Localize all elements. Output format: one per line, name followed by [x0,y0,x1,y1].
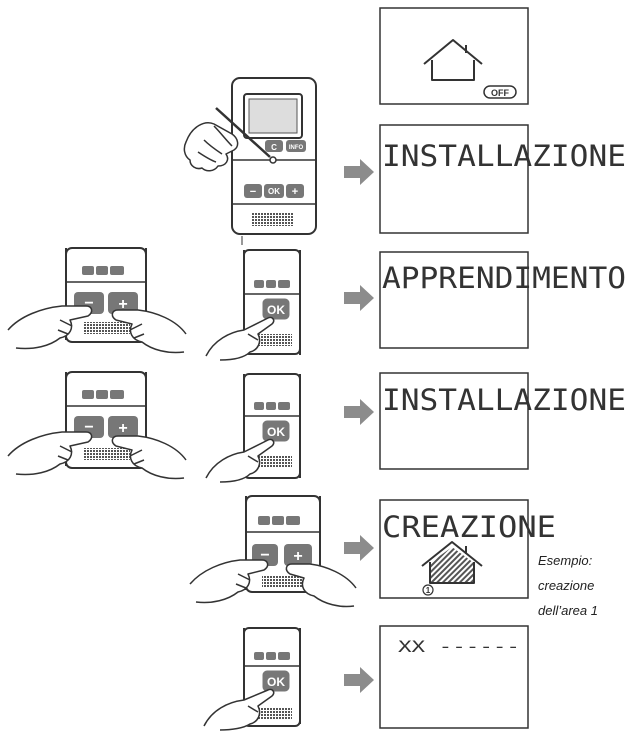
off-badge [483,85,517,99]
svg-text:+: + [118,296,127,313]
ok-button[interactable] [261,297,291,321]
display-panel: INSTALLAZIONE [379,372,626,470]
display-off-screen: OFF [379,7,529,105]
info-button[interactable] [286,140,306,152]
svg-text:XX ------: XX ------ [398,637,520,656]
minus-button[interactable] [244,184,262,198]
caption-line-3: dell’area 1 [538,603,598,618]
arrow-icon [344,535,374,561]
hand-pressing-ok-icon [205,316,275,361]
ok-button[interactable] [261,419,291,443]
arrow-icon [344,667,374,693]
ok-button[interactable] [261,669,291,693]
hand-pressing-ok-icon [203,688,275,731]
svg-text:OK: OK [267,303,285,317]
speaker-grille [252,212,294,226]
svg-text:INFO: INFO [289,145,304,151]
display-panel: CREAZIONE 1 [379,499,556,599]
svg-text:−: − [84,419,93,436]
svg-text:−: − [84,295,93,312]
two-hands-icon [7,431,187,480]
hand-holding-stylus-icon [183,107,271,172]
svg-text:C: C [271,143,277,152]
svg-text:APPRENDIMENTO: APPRENDIMENTO [382,261,626,295]
plus-button[interactable] [284,544,312,566]
svg-text:+: + [293,548,302,565]
display-panel: INSTALLAZIONE [379,124,626,234]
plus-button[interactable] [108,416,138,438]
svg-text:1: 1 [426,586,431,595]
c-button[interactable] [265,140,283,152]
arrow-icon [344,159,374,185]
house-icon [423,39,483,81]
svg-text:INSTALLAZIONE: INSTALLAZIONE [382,383,626,417]
caption-line-2: creazione [538,578,595,593]
two-hands-icon [189,559,357,608]
display-panel: APPRENDIMENTO [379,251,626,349]
house-zone-icon [421,541,483,584]
svg-text:OK: OK [267,425,285,439]
svg-text:−: − [260,547,269,564]
ok-button[interactable] [264,184,284,198]
thermostat-device: C INFO − OK + [231,77,317,245]
thermostat-device-ok: OK [243,627,301,727]
zone-indicator-icon [422,584,434,596]
svg-text:+: + [292,186,298,198]
display-panel: XX ------ [379,625,529,729]
arrow-icon [344,285,374,311]
svg-text:+: + [118,420,127,437]
svg-text:CREAZIONE: CREAZIONE [382,510,556,544]
caption-line-1: Esempio: [538,553,593,568]
plus-button[interactable] [286,184,304,198]
arrow-icon [344,399,374,425]
svg-text:OFF: OFF [491,88,509,98]
hand-pressing-ok-icon [205,438,275,483]
svg-text:OK: OK [267,675,285,689]
svg-text:INSTALLAZIONE: INSTALLAZIONE [382,139,626,173]
svg-text:OK: OK [268,187,280,196]
plus-button[interactable] [108,292,138,314]
two-hands-icon [7,305,187,354]
svg-text:−: − [250,186,256,198]
